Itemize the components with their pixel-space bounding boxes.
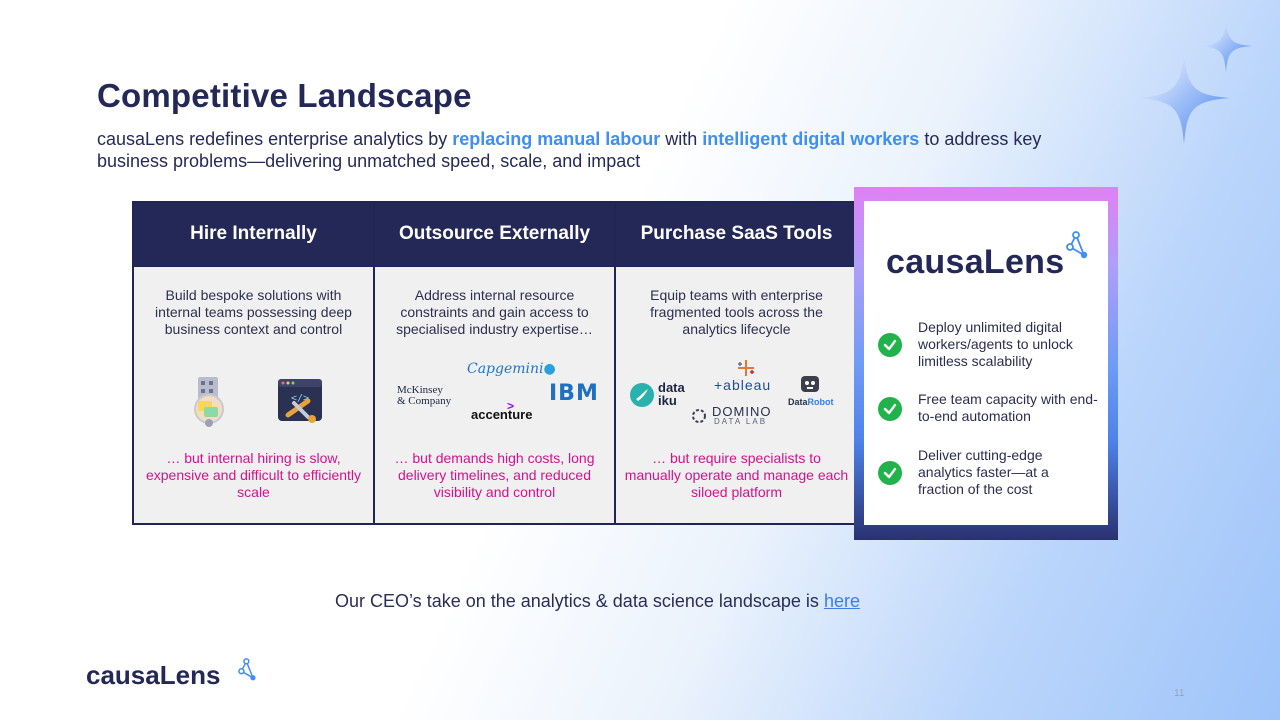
accenture-logo-text: accenture xyxy=(471,407,533,422)
dataiku-logo-line: iku xyxy=(658,393,677,408)
check-icon xyxy=(878,397,902,421)
tableau-cross-icon xyxy=(738,360,754,376)
sparkle-icon xyxy=(1200,20,1252,72)
capgemini-logo-text: Capgemini xyxy=(467,361,544,377)
accenture-logo: > accenture xyxy=(471,399,533,422)
saas-logos: data iku +ableau DOMINO xyxy=(616,359,857,439)
column-header: Hire Internally xyxy=(134,203,373,267)
causalens-network-icon xyxy=(238,658,256,681)
page-subtitle: causaLens redefines enterprise analytics… xyxy=(97,128,1097,172)
benefit-item: Free team capacity with end-to-end autom… xyxy=(878,391,1104,451)
vendor-logos: Capgemini● McKinsey & Company IBM > acce… xyxy=(375,359,614,439)
page-title: Competitive Landscape xyxy=(97,77,472,114)
subtitle-text: causaLens redefines enterprise analytics… xyxy=(97,129,453,149)
subtitle-highlight: replacing manual labour xyxy=(452,129,661,149)
column-purchase-saas: Purchase SaaS Tools Equip teams with ent… xyxy=(616,203,857,523)
mckinsey-logo-line: McKinsey xyxy=(397,384,443,396)
benefit-text: Deploy unlimited digital workers/agents … xyxy=(918,319,1073,369)
datarobot-logo-text: Robot xyxy=(807,397,834,407)
building-chat-icon xyxy=(194,377,224,427)
mckinsey-logo-line: & Company xyxy=(397,395,452,407)
column-caveat: … but internal hiring is slow, expensive… xyxy=(145,450,362,500)
causalens-logo: causaLens xyxy=(886,231,1088,282)
accenture-chevron-icon: > xyxy=(507,399,515,413)
ceo-link-line: Our CEO’s take on the analytics & data s… xyxy=(335,591,860,612)
footer-causalens-logo: causaLens xyxy=(86,658,256,691)
column-outsource-externally: Outsource Externally Address internal re… xyxy=(375,203,616,523)
column-header: Purchase SaaS Tools xyxy=(616,203,857,267)
page-number: 11 xyxy=(1174,688,1185,699)
benefit-text: Deliver cutting-edge analytics faster—at… xyxy=(918,447,1049,497)
subtitle-text: with xyxy=(660,129,703,149)
subtitle-text: to address key business problems—deliver… xyxy=(97,129,1042,171)
causalens-panel: causaLens Deploy unlimited digital worke… xyxy=(854,187,1118,540)
column-caveat: … but require specialists to manually op… xyxy=(624,450,849,500)
column-description: Equip teams with enterprise fragmented t… xyxy=(650,287,823,337)
domino-logo-line: DATA LAB xyxy=(714,417,768,426)
causalens-card: causaLens Deploy unlimited digital worke… xyxy=(864,201,1108,525)
check-icon xyxy=(878,333,902,357)
comparison-table: Hire Internally Build bespoke solutions … xyxy=(132,201,857,525)
column-header: Outsource Externally xyxy=(375,203,614,267)
ibm-logo: IBM xyxy=(549,381,599,406)
datarobot-face-icon xyxy=(801,376,819,392)
mckinsey-logo: McKinsey & Company xyxy=(397,385,451,407)
dataiku-logo-line: data xyxy=(658,380,685,395)
ceo-here-link[interactable]: here xyxy=(823,591,860,611)
domino-gear-icon xyxy=(692,409,706,423)
column-illustration: </> xyxy=(134,359,373,439)
ibm-logo-text: IBM xyxy=(549,381,599,406)
code-tools-icon: </> xyxy=(278,379,322,423)
check-icon xyxy=(878,461,902,485)
capgemini-logo: Capgemini● xyxy=(467,361,556,377)
benefit-text: Free team capacity with end-to-end autom… xyxy=(918,391,1098,424)
svg-text:</>: </> xyxy=(291,393,309,404)
benefit-item: Deploy unlimited digital workers/agents … xyxy=(878,319,1104,379)
dataiku-bird-icon xyxy=(630,383,654,407)
sparkle-icon xyxy=(1138,52,1230,144)
domino-logo-line: DOMINO xyxy=(712,404,772,419)
ceo-text: Our CEO’s take on the analytics & data s… xyxy=(335,591,824,611)
column-hire-internally: Hire Internally Build bespoke solutions … xyxy=(134,203,375,523)
causalens-network-icon xyxy=(1066,231,1088,259)
column-description: Address internal resource constraints an… xyxy=(396,287,593,337)
footer-brand: causaLens xyxy=(86,660,221,690)
causalens-brand: causaLens xyxy=(886,243,1065,281)
subtitle-highlight: intelligent digital workers xyxy=(702,129,920,149)
column-caveat: … but demands high costs, long delivery … xyxy=(394,450,595,500)
tableau-logo-text: +ableau xyxy=(714,377,772,393)
benefit-item: Deliver cutting-edge analytics faster—at… xyxy=(878,447,1104,507)
datarobot-logo-text: Data xyxy=(788,397,808,407)
column-description: Build bespoke solutions with internal te… xyxy=(155,287,352,337)
